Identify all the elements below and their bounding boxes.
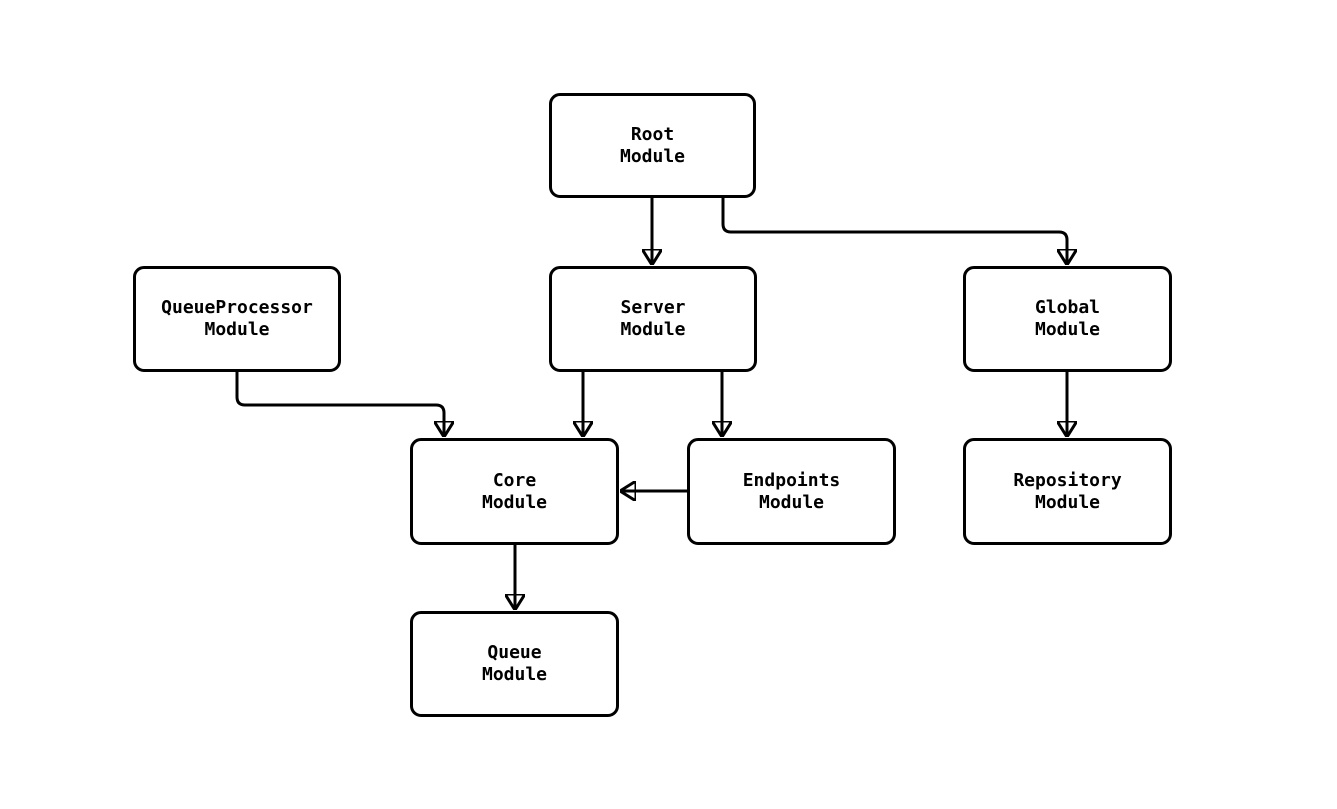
node-queueprocessor-module: QueueProcessor Module — [133, 266, 341, 372]
node-label-line1: Global — [1034, 297, 1101, 318]
node-label-line1: Core — [492, 469, 537, 491]
node-label-line2: Module — [1034, 491, 1101, 513]
node-core-module: Core Module — [410, 438, 619, 545]
node-queue-module: Queue Module — [410, 611, 619, 717]
node-label-line1: QueueProcessor — [161, 297, 313, 318]
node-label-line2: Module — [1034, 319, 1101, 340]
node-label-line1: Root — [630, 123, 675, 145]
node-label-line1: Server — [620, 297, 686, 318]
node-label-line2: Module — [620, 319, 686, 340]
node-label-line2: Module — [204, 319, 270, 340]
node-label-line2: Module — [619, 145, 686, 167]
edge-queueprocessor-to-core — [235, 372, 444, 436]
node-endpoints-module: Endpoints Module — [687, 438, 896, 545]
node-global-module: Global Module — [963, 266, 1172, 372]
edge-root-to-global — [721, 198, 1067, 264]
node-server-module: Server Module — [549, 266, 757, 372]
node-label-line2: Module — [481, 664, 548, 685]
node-label-line1: Repository — [1013, 469, 1122, 491]
node-label-line1: Endpoints — [742, 469, 841, 491]
node-label-line2: Module — [481, 491, 548, 513]
node-root-module: Root Module — [549, 93, 756, 198]
node-repository-module: Repository Module — [963, 438, 1172, 545]
node-label-line2: Module — [758, 491, 825, 513]
node-label-line1: Queue — [487, 642, 542, 663]
